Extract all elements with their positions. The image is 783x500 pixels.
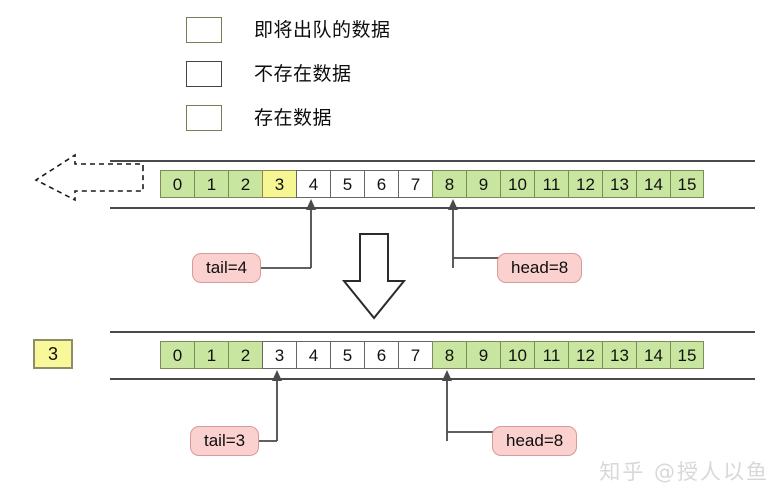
array-cell: 13	[602, 170, 636, 198]
array-cell: 1	[194, 341, 228, 369]
tail-pointer-label-before: tail=4	[192, 253, 262, 283]
watermark: 知乎 @授人以鱼	[599, 460, 769, 484]
array-cell: 8	[432, 341, 466, 369]
array-cell: 5	[330, 341, 364, 369]
array-cell: 7	[398, 170, 432, 198]
array-cell: 14	[636, 170, 670, 198]
array-cell: 11	[534, 170, 568, 198]
legend-swatch-white-icon	[186, 61, 222, 87]
rail-bottom-after	[110, 378, 755, 380]
array-cell: 9	[466, 341, 500, 369]
array-cell: 15	[670, 170, 704, 198]
array-cell: 10	[500, 170, 534, 198]
array-cell: 3	[262, 341, 296, 369]
head-pointer-label-before: head=8	[497, 253, 583, 283]
array-cell: 2	[228, 341, 262, 369]
array-cell: 14	[636, 341, 670, 369]
array-cell: 12	[568, 341, 602, 369]
array-cell: 9	[466, 170, 500, 198]
legend-swatch-yellow-icon	[186, 17, 222, 43]
array-cell: 1	[194, 170, 228, 198]
array-cell: 0	[160, 170, 194, 198]
array-cell: 10	[500, 341, 534, 369]
array-cell: 7	[398, 341, 432, 369]
legend-item-dequeuing: 即将出队的数据	[186, 8, 516, 52]
legend: 即将出队的数据 不存在数据 存在数据	[186, 8, 516, 140]
array-cell: 11	[534, 341, 568, 369]
legend-item-empty: 不存在数据	[186, 52, 516, 96]
array-cell: 0	[160, 341, 194, 369]
array-cell: 5	[330, 170, 364, 198]
array-cell: 15	[670, 341, 704, 369]
array-cell: 4	[296, 341, 330, 369]
array-cell: 8	[432, 170, 466, 198]
array-cell: 6	[364, 341, 398, 369]
legend-label-dequeuing: 即将出队的数据	[254, 19, 391, 41]
legend-label-empty: 不存在数据	[254, 63, 352, 85]
array-cell: 3	[262, 170, 296, 198]
array-cell: 2	[228, 170, 262, 198]
tail-pointer-label-after: tail=3	[190, 426, 260, 456]
rail-top-after	[110, 331, 755, 333]
legend-item-filled: 存在数据	[186, 96, 516, 140]
legend-swatch-green-icon	[186, 105, 222, 131]
transition-down-arrow-icon	[341, 233, 407, 320]
array-cell: 12	[568, 170, 602, 198]
array-cell: 4	[296, 170, 330, 198]
dequeued-value-box: 3	[33, 339, 73, 369]
legend-label-filled: 存在数据	[254, 107, 333, 129]
array-cell: 13	[602, 341, 636, 369]
head-pointer-label-after: head=8	[492, 426, 578, 456]
rail-top-before	[110, 160, 755, 162]
rail-bottom-before	[110, 207, 755, 209]
array-cell: 6	[364, 170, 398, 198]
